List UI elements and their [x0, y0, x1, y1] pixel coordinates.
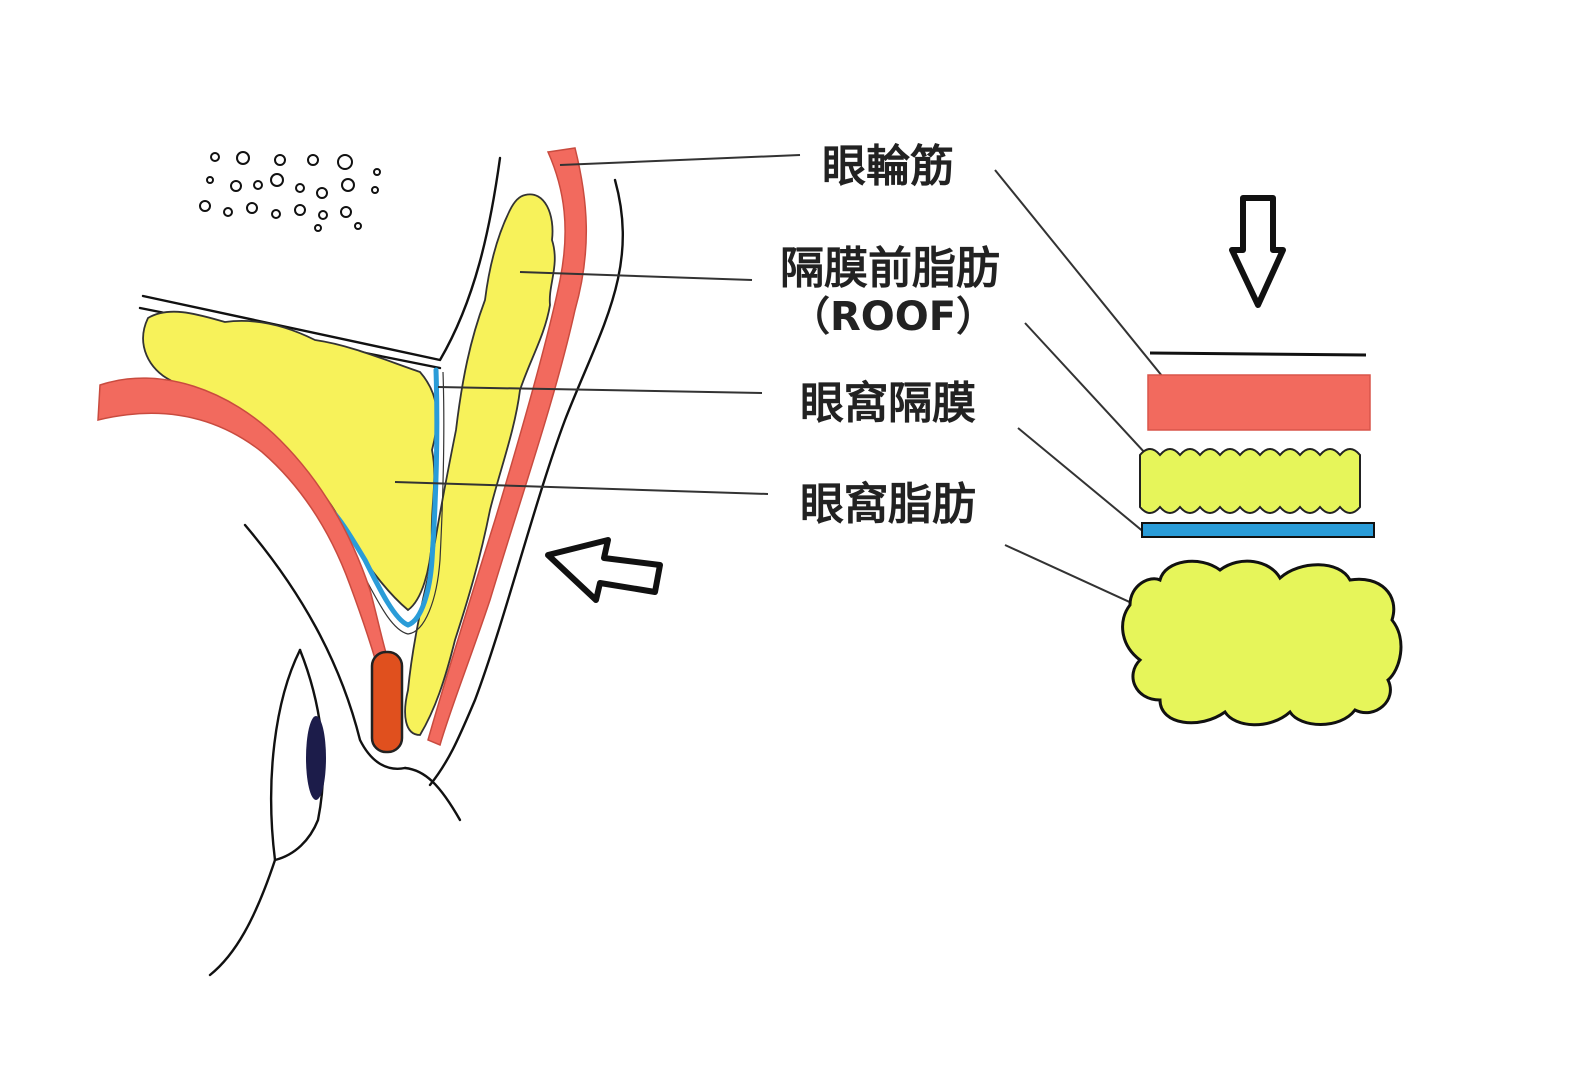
- leader-orbicularis-left: [560, 155, 800, 165]
- label-roof-line1: 隔膜前脂肪: [780, 243, 1000, 294]
- label-roof-line2: （ROOF）: [790, 294, 996, 340]
- pupil-icon: [306, 716, 326, 800]
- label-orbital-fat: 眼窩脂肪: [800, 479, 976, 530]
- orbital-fat-layer-blob: [1123, 561, 1401, 725]
- leader-roof-left: [520, 272, 752, 280]
- roof-layer: [1140, 449, 1360, 513]
- layer-stack: [1123, 198, 1401, 725]
- label-septum: 眼窩隔膜: [800, 378, 976, 429]
- leader-septum-right: [1018, 428, 1145, 533]
- lid-crease: [405, 768, 460, 820]
- label-orbicularis: 眼輪筋: [822, 141, 954, 192]
- leader-orbicularis-right: [995, 170, 1188, 408]
- skin-layer-line: [1150, 353, 1366, 355]
- septum-layer: [1142, 523, 1374, 537]
- orbicularis-layer: [1148, 375, 1370, 430]
- eyeball-outline: [210, 650, 300, 975]
- left-arrow-icon: [548, 540, 660, 600]
- eyebrow-hair-icon: [200, 152, 380, 231]
- tarsal-plate: [372, 652, 402, 752]
- down-arrow-icon: [1232, 198, 1283, 305]
